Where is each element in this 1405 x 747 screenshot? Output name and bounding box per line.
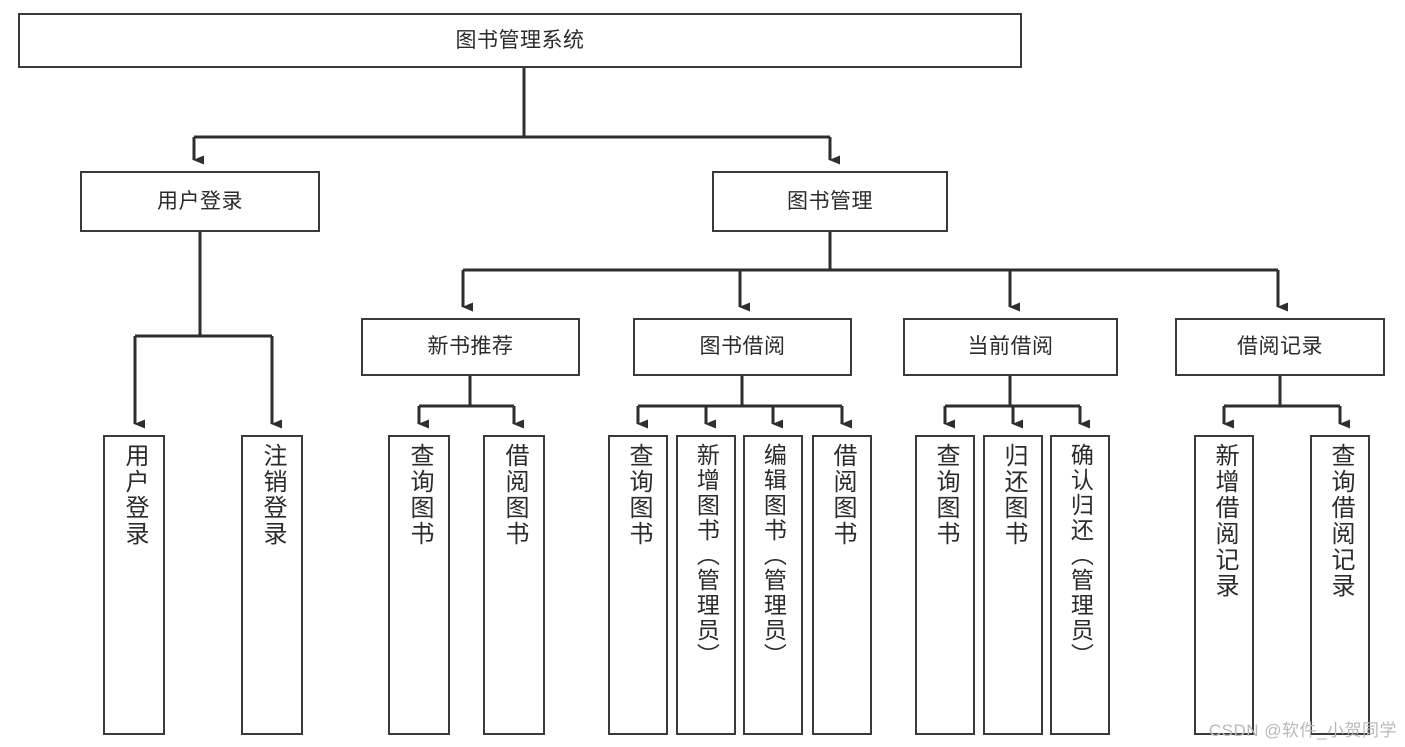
node-label: 新增图书（管理员） <box>693 443 720 668</box>
node-label: 图书管理 <box>787 189 873 213</box>
node-label: 借阅记录 <box>1237 335 1323 359</box>
node-label: 新书推荐 <box>427 335 514 359</box>
leaf-borrow-book[interactable]: 借阅图书 <box>812 435 872 735</box>
node-label: 编辑图书（管理员） <box>760 443 787 668</box>
node-label: 查询图书 <box>931 443 959 547</box>
node-label: 图书管理系统 <box>455 28 585 52</box>
node-label: 借阅图书 <box>828 443 856 547</box>
leaf-add-borrow-record[interactable]: 新增借阅记录 <box>1194 435 1254 735</box>
leaf-confirm-return-admin[interactable]: 确认归还（管理员） <box>1050 435 1110 735</box>
node-label: 查询图书 <box>405 443 433 547</box>
node-label: 查询借阅记录 <box>1326 443 1354 599</box>
node-label: 用户登录 <box>120 443 148 547</box>
node-root[interactable]: 图书管理系统 <box>18 13 1022 68</box>
node-label: 当前借阅 <box>967 335 1054 359</box>
node-label: 借阅图书 <box>500 443 528 547</box>
node-borrow-record[interactable]: 借阅记录 <box>1175 318 1385 376</box>
leaf-query-book-current[interactable]: 查询图书 <box>915 435 975 735</box>
leaf-add-book-admin[interactable]: 新增图书（管理员） <box>676 435 736 735</box>
leaf-return-book[interactable]: 归还图书 <box>983 435 1043 735</box>
node-book-borrow[interactable]: 图书借阅 <box>633 318 852 376</box>
csdn-watermark: CSDN @软件_小贺同学 <box>1208 721 1397 740</box>
leaf-borrow-book-newbook[interactable]: 借阅图书 <box>483 435 545 735</box>
leaf-query-book-newbook[interactable]: 查询图书 <box>388 435 450 735</box>
node-label: 用户登录 <box>157 189 243 213</box>
node-label: 确认归还（管理员） <box>1067 443 1094 668</box>
node-label: 注销登录 <box>258 443 286 547</box>
leaf-user-login[interactable]: 用户登录 <box>103 435 165 735</box>
node-label: 查询图书 <box>624 443 652 547</box>
node-label: 图书借阅 <box>699 335 786 359</box>
leaf-edit-book-admin[interactable]: 编辑图书（管理员） <box>743 435 803 735</box>
node-current-borrow[interactable]: 当前借阅 <box>903 318 1118 376</box>
node-book-management[interactable]: 图书管理 <box>712 171 948 232</box>
leaf-logout[interactable]: 注销登录 <box>241 435 303 735</box>
node-label: 新增借阅记录 <box>1210 443 1238 599</box>
node-label: 归还图书 <box>999 443 1027 547</box>
leaf-query-book-borrow[interactable]: 查询图书 <box>608 435 668 735</box>
leaf-query-borrow-record[interactable]: 查询借阅记录 <box>1310 435 1370 735</box>
node-user-login[interactable]: 用户登录 <box>80 171 320 232</box>
node-new-book-recommend[interactable]: 新书推荐 <box>361 318 580 376</box>
